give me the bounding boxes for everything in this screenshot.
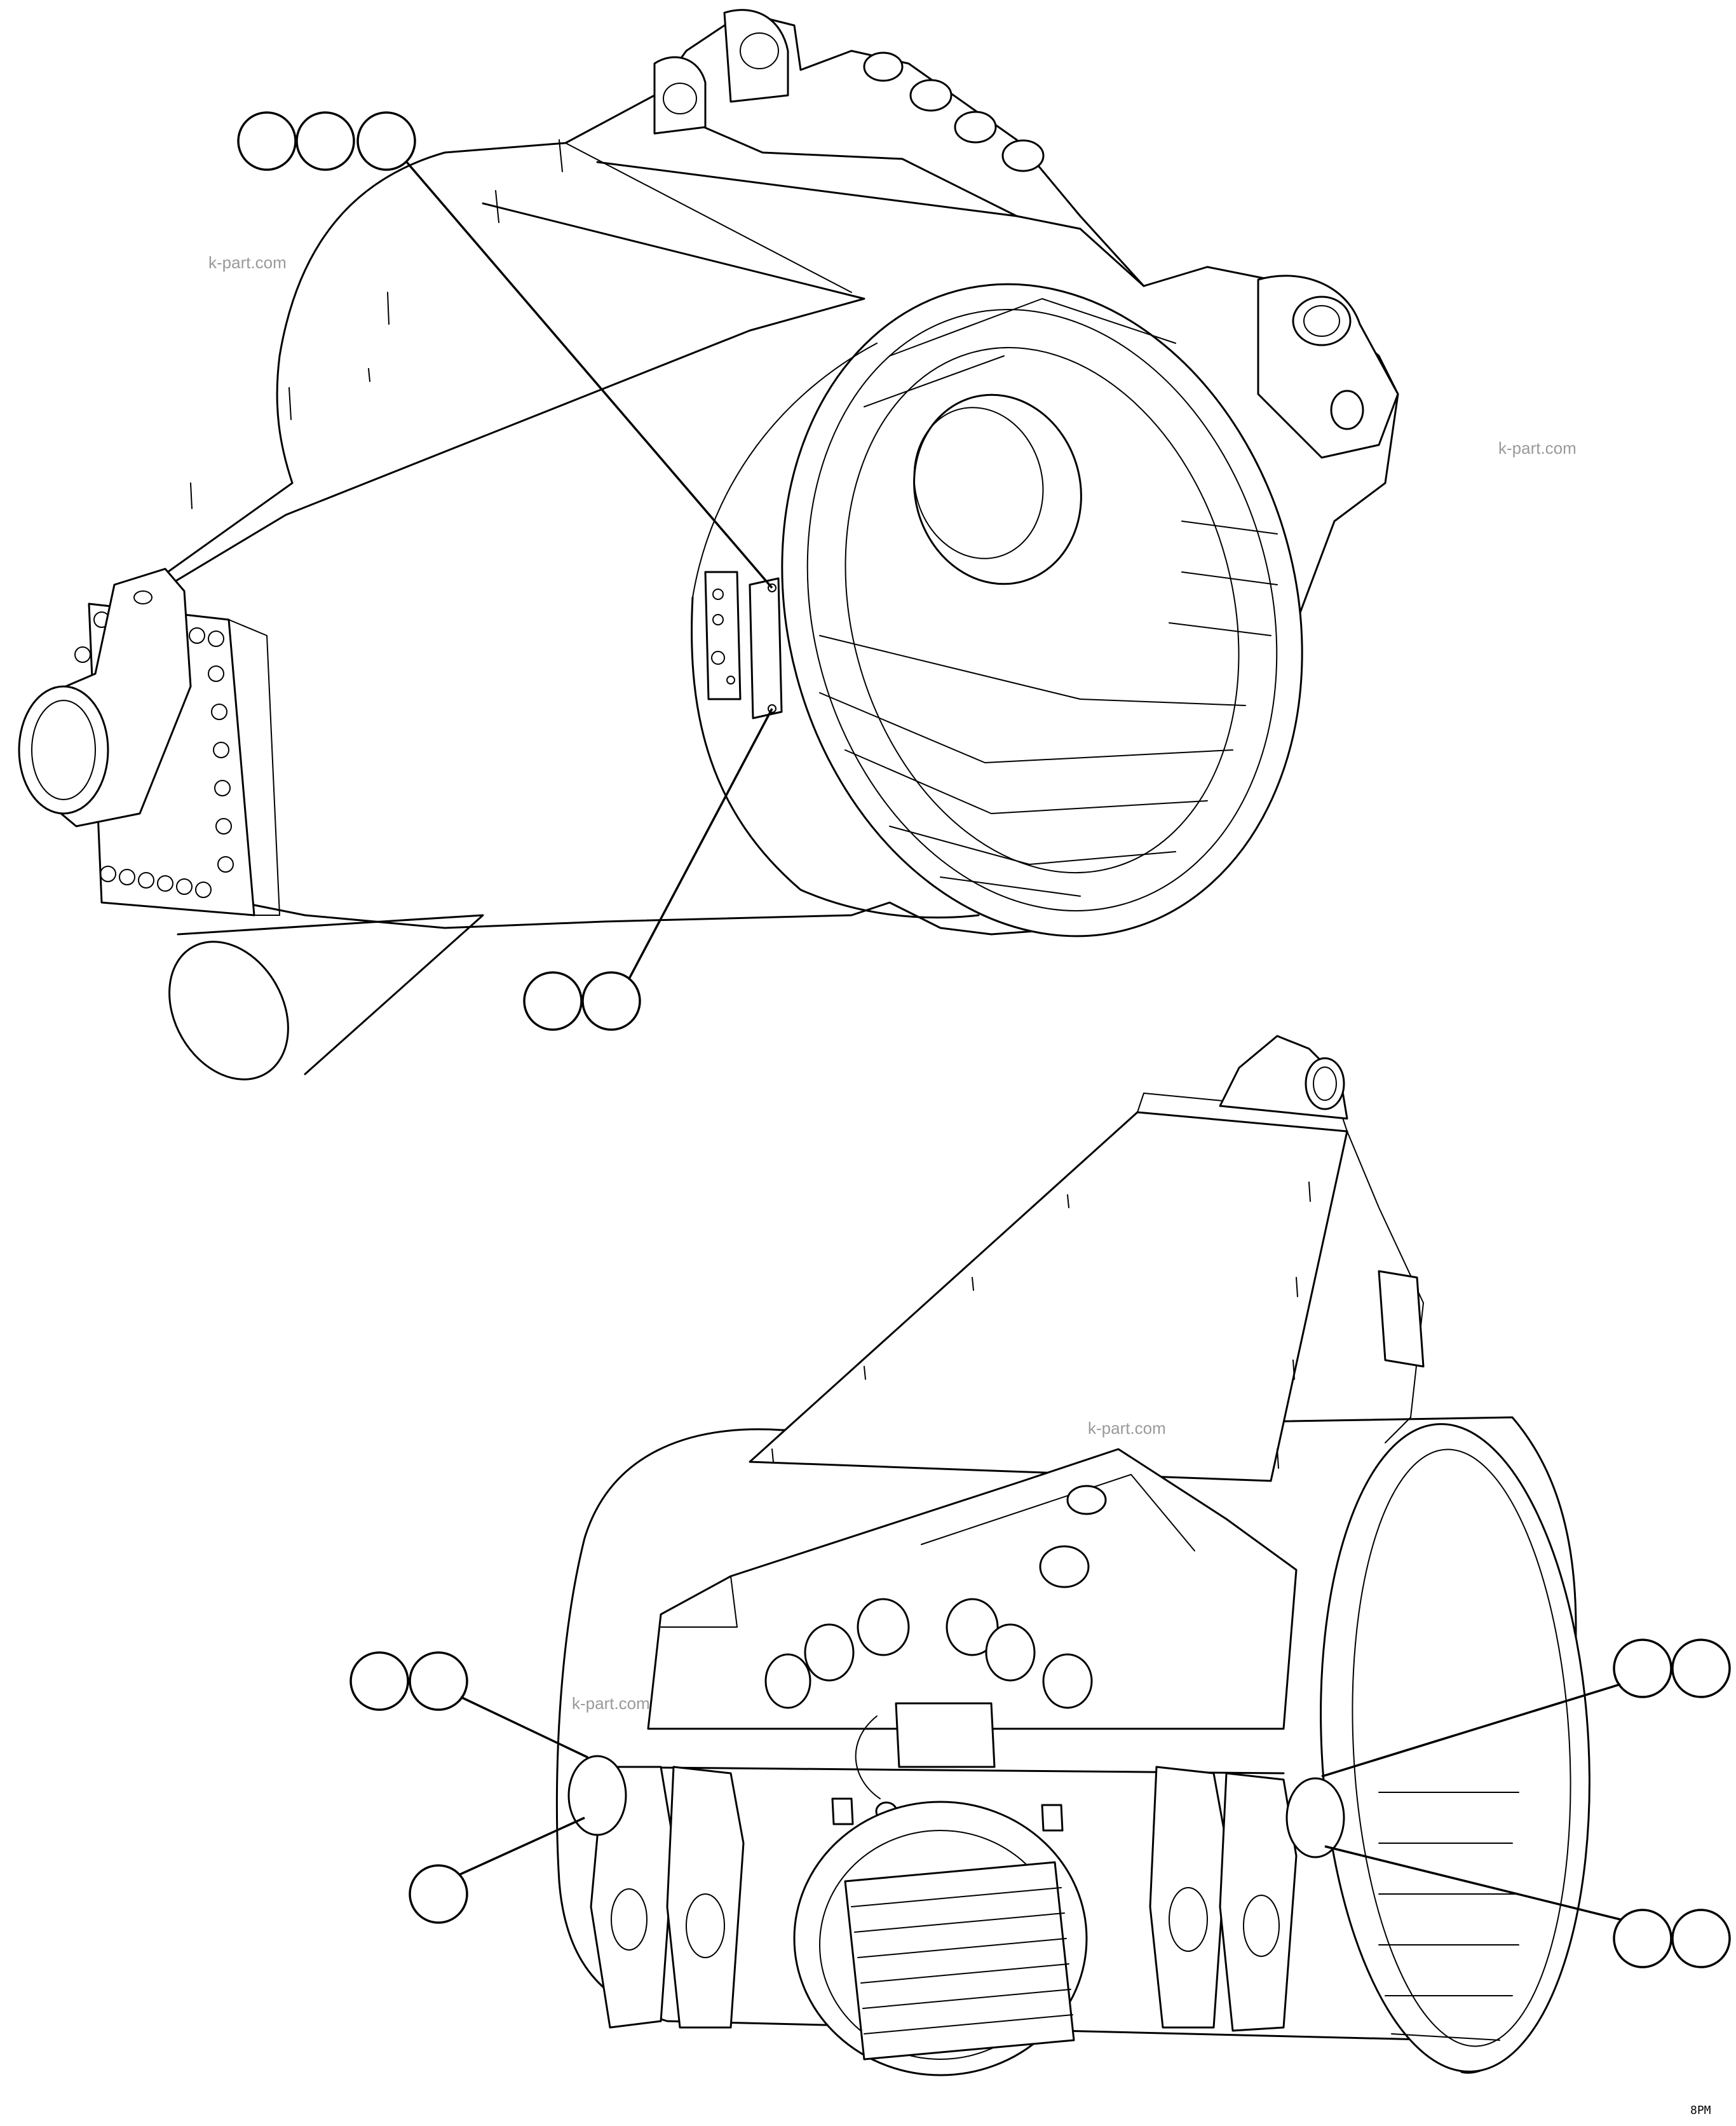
callout-bottom-left-b[interactable]	[409, 1816, 585, 1924]
drawing-code: 8PM	[1690, 2104, 1711, 2117]
callout-group-bottom-right-b[interactable]	[1324, 1845, 1731, 1968]
watermark-3: k-part.com	[1088, 1419, 1166, 1438]
connector-cylinders	[863, 51, 1045, 172]
upper-frame-view	[18, 9, 1399, 1080]
watermark-4: k-part.com	[572, 1694, 650, 1713]
round-connectors	[764, 1598, 1093, 1709]
callout-group-bottom-right-a[interactable]	[1321, 1639, 1731, 1778]
callout-group-top-a[interactable]	[237, 111, 773, 589]
lower-frame-view	[555, 1035, 1590, 2076]
callout-group-top-b[interactable]	[523, 708, 773, 1031]
front-lugs	[590, 1766, 1298, 2032]
watermark-1: k-part.com	[208, 253, 287, 272]
callout-group-bottom-left-a[interactable]	[349, 1651, 588, 1759]
watermark-2: k-part.com	[1498, 439, 1577, 458]
